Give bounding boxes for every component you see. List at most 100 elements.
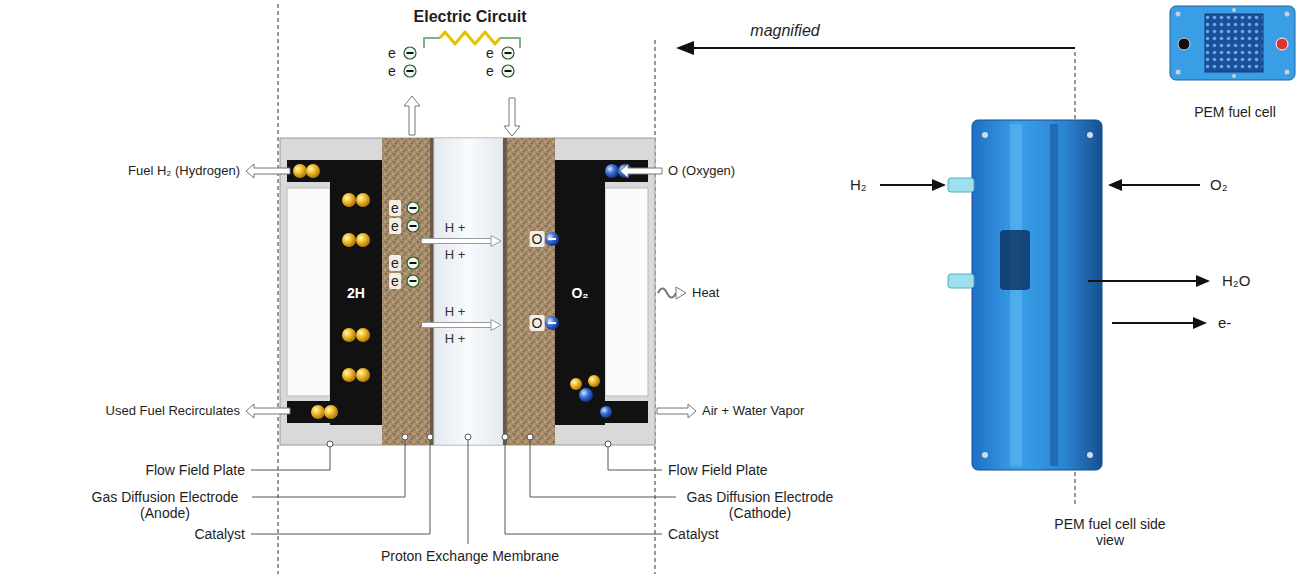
- flow-arrow: [1196, 275, 1210, 287]
- fuel-cell-side-photo: [972, 120, 1102, 470]
- flow-arrow: [1122, 184, 1200, 186]
- flow-arrow: [1112, 322, 1193, 324]
- fuel-cell-photo: [1178, 38, 1190, 50]
- hydrogen-molecules: [356, 233, 370, 247]
- electron-symbol: [407, 220, 419, 232]
- electron-symbol: [404, 47, 416, 59]
- hydrogen-molecules: [311, 405, 325, 419]
- electron-symbol: [502, 65, 514, 77]
- gas-channel: [555, 401, 648, 423]
- fuel-cell-side-photo: [948, 274, 974, 288]
- electron-symbol: [407, 275, 419, 287]
- electron-label: e: [486, 63, 494, 79]
- oxygen-ion-symbol: [545, 232, 559, 330]
- proton-flow-arrow: [491, 236, 501, 247]
- electron-symbol: [410, 280, 417, 282]
- fuel-cell-side-photo: [1050, 124, 1058, 466]
- inlet-label: O (Oxygen): [668, 163, 735, 179]
- hydrogen-molecules: [342, 233, 356, 247]
- magnified-label: magnified: [750, 22, 819, 40]
- hydrogen-molecules: [356, 193, 370, 207]
- outlet-label: Used Fuel Recirculates: [106, 403, 240, 419]
- electron-symbol: [407, 70, 414, 72]
- port-arrow: [246, 164, 290, 178]
- fuel-cell-side-photo: [1087, 132, 1093, 138]
- flow-label: e-: [1218, 314, 1231, 332]
- oxygen-molecules: [605, 164, 619, 178]
- gas-channel: [330, 160, 382, 425]
- part-label: Catalyst: [194, 526, 245, 542]
- electron-symbol: [407, 257, 419, 269]
- proton-flow-arrow: [491, 320, 501, 331]
- leader-line: [251, 440, 676, 544]
- hydrogen-molecules: [324, 405, 338, 419]
- outlet-label: Air + Water Vapor: [702, 403, 804, 419]
- circuit-title: Electric Circuit: [414, 8, 527, 26]
- hydrogen-molecules: [356, 328, 370, 342]
- electron-symbol: [407, 52, 414, 54]
- fuel-cell-side-photo: [1010, 124, 1022, 466]
- proton-label: H +: [445, 304, 466, 319]
- fuel-cell-photo: [1285, 12, 1290, 17]
- electron-label: e: [486, 45, 494, 61]
- external-circuit: [424, 38, 440, 48]
- part-label: Proton Exchange Membrane: [381, 548, 559, 564]
- fuel-cell-side-photo: [948, 120, 1102, 470]
- part-label: Gas Diffusion Electrode (Anode): [78, 489, 253, 521]
- node-text: 2H: [347, 285, 365, 301]
- electron-symbol: [502, 47, 514, 59]
- flow-field-plate: [287, 188, 330, 396]
- flow-arrow: [880, 179, 1210, 329]
- fuel-cell-side-photo: [1087, 452, 1093, 458]
- electron-symbol: [404, 47, 514, 287]
- fuel-cell-side-photo: [948, 178, 974, 192]
- electron-symbol: [410, 262, 417, 264]
- electron-label: e: [389, 218, 401, 234]
- proton-flow-arrow: [422, 323, 493, 327]
- oxygen-molecules: [588, 375, 600, 387]
- electron-label: e: [389, 200, 401, 216]
- fuel-cell-photo: [1170, 6, 1295, 80]
- cell-body: [280, 138, 655, 445]
- flow-label: H₂: [850, 176, 867, 194]
- leader-dot: [465, 434, 471, 440]
- hydrogen-molecules: [306, 164, 320, 178]
- fuel-cell-photo: [1232, 8, 1236, 12]
- magnify-arrow: [692, 47, 1075, 49]
- electron-symbol: [404, 65, 416, 77]
- heat-arrow: [676, 287, 686, 299]
- electron-label: e: [388, 45, 396, 61]
- oxygen-ion-label: O: [530, 231, 545, 247]
- oxygen-ion-label: O: [530, 315, 545, 331]
- gas-diffusion-electrode: [507, 138, 555, 445]
- dashed-guide: [278, 4, 1075, 574]
- port-arrow: [657, 404, 696, 418]
- port-arrow: [246, 164, 696, 418]
- flow-label: H₂O: [1222, 272, 1250, 290]
- fuel-cell-photo: [1176, 70, 1181, 75]
- magnify-arrow: [676, 41, 1075, 55]
- inlet-label: Fuel H₂ (Hydrogen): [128, 163, 240, 179]
- gas-channel: [287, 160, 382, 182]
- flow-field-plate: [605, 188, 648, 396]
- flow-arrow: [1193, 317, 1207, 329]
- leader-dot: [327, 434, 611, 447]
- dashed-guide: [278, 4, 279, 574]
- electron-symbol: [505, 52, 512, 54]
- node-text: O₂: [571, 285, 588, 301]
- external-circuit: [404, 32, 520, 136]
- oxygen-molecules: [600, 406, 612, 418]
- anode-gas-channel: 2H: [330, 160, 382, 425]
- gas-channel: [287, 401, 382, 423]
- oxygen-ion-symbol: [548, 322, 556, 324]
- electron-symbol: [410, 207, 417, 209]
- leader-dot: [527, 434, 533, 440]
- leader-line: [251, 440, 430, 534]
- fuel-cell-photo: [1285, 70, 1290, 75]
- electron-flow-arrow: [504, 98, 520, 136]
- magnify-arrow: [676, 41, 694, 55]
- leader-dot: [605, 441, 611, 447]
- hydrogen-molecules: [342, 328, 356, 342]
- oxygen-ion-symbol: [545, 232, 559, 246]
- port-arrow: [246, 404, 290, 418]
